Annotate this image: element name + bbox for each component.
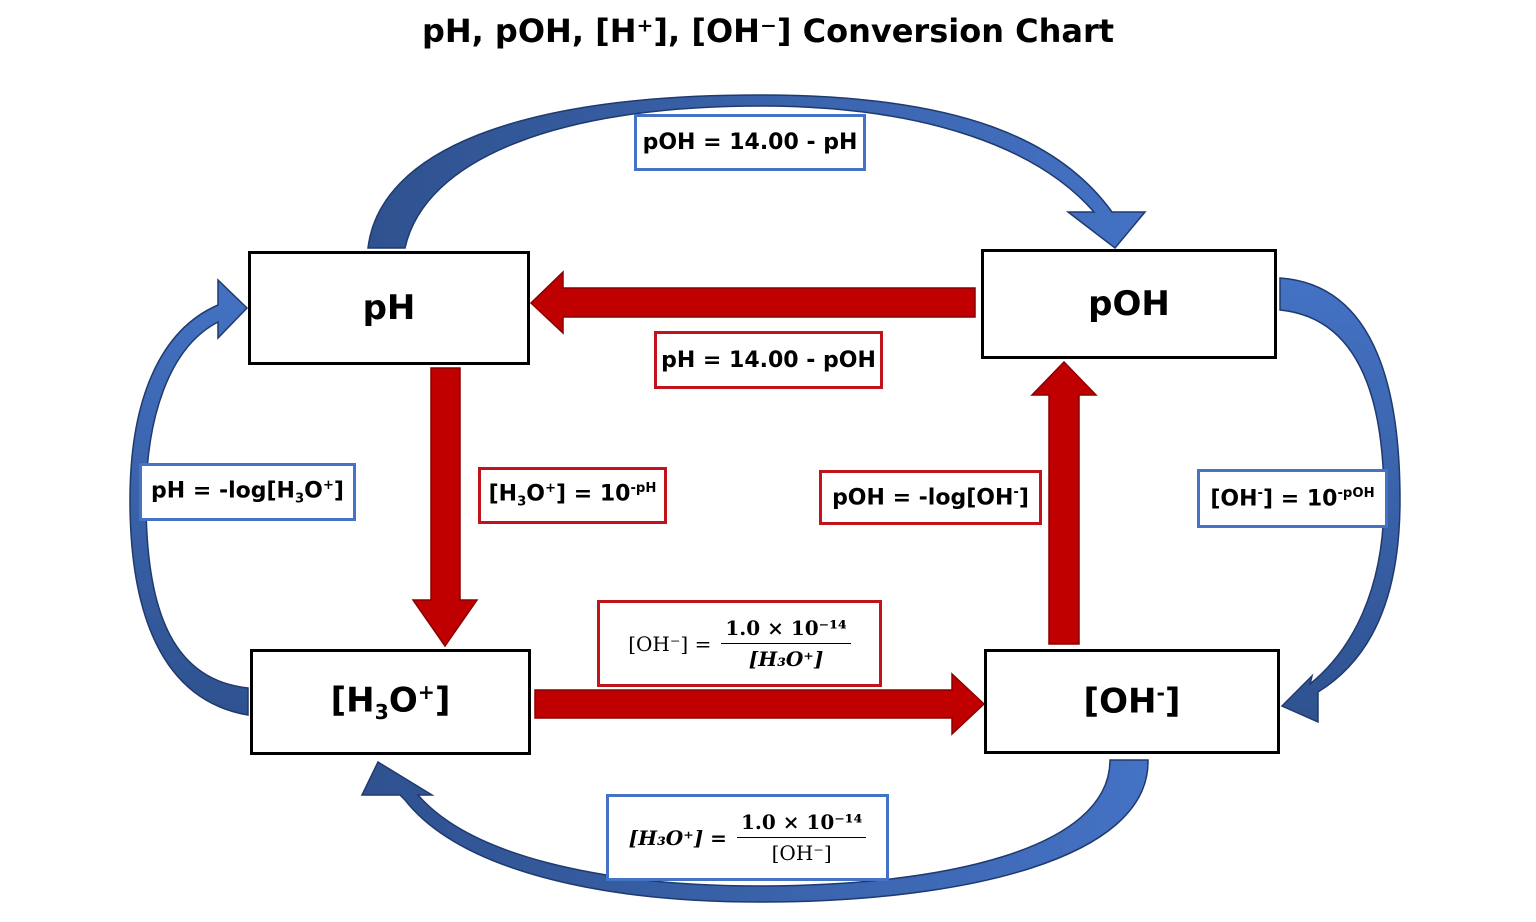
node-ph: pH	[248, 251, 530, 365]
fraction-h3o-from-oh: 1.0 × 10⁻¹⁴ [OH⁻]	[736, 810, 867, 865]
blue-arrow-poh-to-oh	[1279, 277, 1401, 724]
label-h3o-from-oh: [H₃O⁺] = 1.0 × 10⁻¹⁴ [OH⁻]	[606, 794, 889, 881]
red-arrow-h3o-to-oh	[534, 672, 986, 736]
blue-arrow-ph-to-poh	[367, 94, 1147, 250]
node-h3o: [H3O+]	[250, 649, 531, 755]
blue-arrow-h3o-to-ph	[129, 278, 249, 716]
node-oh-label: [OH-]	[1083, 681, 1181, 722]
label-oh-from-h3o: [OH⁻] = 1.0 × 10⁻¹⁴ [H₃O⁺]	[597, 600, 882, 687]
blue-arrow-oh-to-h3o	[360, 759, 1149, 903]
red-arrow-poh-to-ph	[529, 270, 976, 335]
label-poh-from-ph: pOH = 14.00 - pH	[634, 114, 866, 171]
node-h3o-label: [H3O+]	[330, 679, 451, 725]
fraction-oh-from-h3o: 1.0 × 10⁻¹⁴ [H₃O⁺]	[721, 616, 851, 671]
node-oh: [OH-]	[984, 649, 1280, 754]
chart-title: pH, pOH, [H⁺], [OH⁻] Conversion Chart	[421, 12, 1115, 50]
red-arrow-oh-to-poh	[1030, 360, 1098, 645]
label-ph-from-h3o: pH = -log[H3O+]	[139, 463, 356, 521]
red-arrow-ph-to-h3o	[411, 367, 479, 648]
label-poh-from-oh: pOH = -log[OH-]	[819, 470, 1042, 525]
node-poh: pOH	[981, 249, 1277, 359]
node-ph-label: pH	[362, 288, 416, 328]
label-oh-from-poh: [OH-] = 10-pOH	[1197, 469, 1388, 528]
label-h3o-from-ph: [H3O+] = 10-pH	[478, 467, 667, 524]
node-poh-label: pOH	[1088, 284, 1170, 324]
label-ph-from-poh: pH = 14.00 - pOH	[654, 331, 883, 389]
